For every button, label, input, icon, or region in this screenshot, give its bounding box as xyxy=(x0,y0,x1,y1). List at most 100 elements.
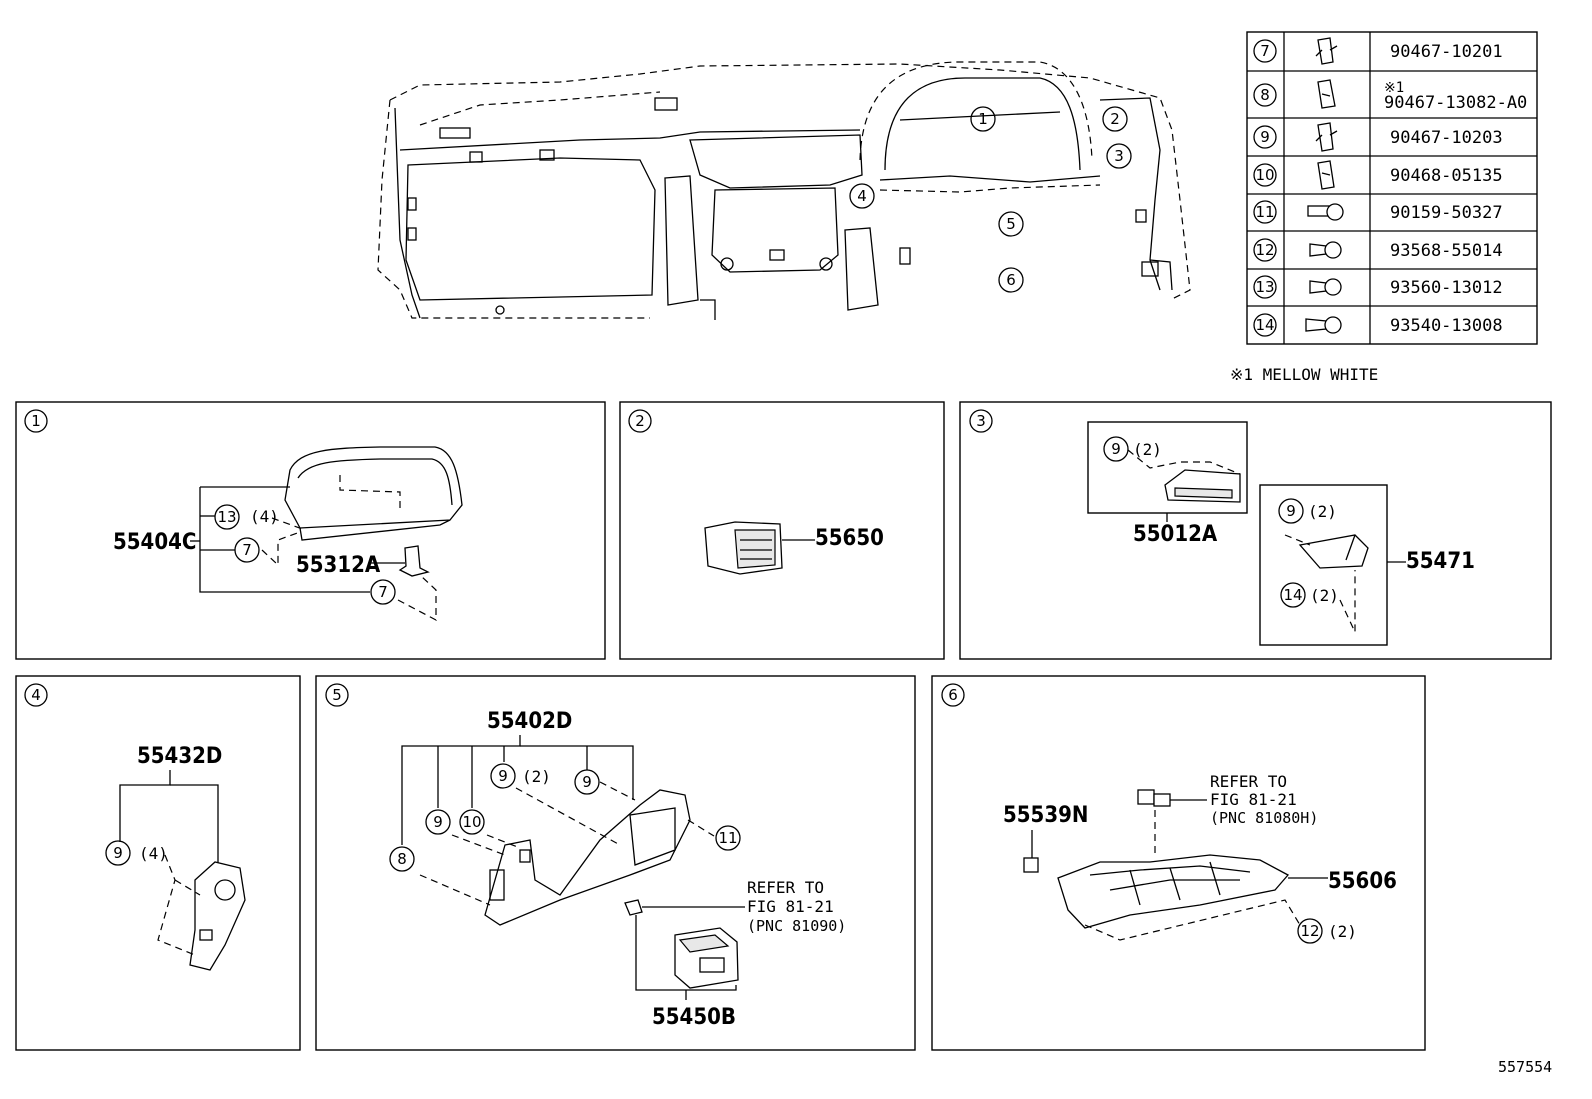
svg-text:(2): (2) xyxy=(1310,586,1339,605)
fastener-ref: 13 xyxy=(217,508,236,526)
svg-text:9: 9 xyxy=(1111,440,1121,458)
screw-icon xyxy=(1309,278,1342,296)
svg-text:4: 4 xyxy=(857,187,867,205)
ref-number: 9 xyxy=(1260,128,1270,146)
svg-text:6: 6 xyxy=(948,686,958,704)
svg-text:(4): (4) xyxy=(139,844,168,863)
table-row: 13 93560-13012 xyxy=(1253,275,1503,299)
overview-callout-1[interactable]: 1 xyxy=(970,106,996,132)
svg-text:2: 2 xyxy=(635,412,645,430)
bolt-icon xyxy=(1307,203,1344,221)
detail-panel-1: 1 55404C 55312A 13 (4) 7 7 xyxy=(15,401,606,660)
detail-panel-5: 5 55402D 9 (2) 9 9 10 8 11 REFER T xyxy=(315,675,916,1051)
part-number: 90467-10201 xyxy=(1390,42,1503,62)
detail-panel-4: 4 55432D 9 (4) xyxy=(15,675,301,1051)
svg-text:(PNC 81090): (PNC 81090) xyxy=(747,917,846,935)
table-row: 7 90467-10201 xyxy=(1253,37,1503,65)
svg-text:(2): (2) xyxy=(1328,922,1357,941)
footnote-mark: ※1 xyxy=(1384,80,1404,96)
svg-text:2: 2 xyxy=(1110,110,1120,128)
svg-text:1: 1 xyxy=(978,110,988,128)
svg-text:FIG 81-21: FIG 81-21 xyxy=(747,897,834,916)
svg-text:REFER TO: REFER TO xyxy=(1210,772,1287,791)
svg-text:3: 3 xyxy=(1114,147,1124,165)
part-label-55650: 55650 xyxy=(815,526,884,551)
part-number: 93540-13008 xyxy=(1390,316,1503,336)
part-label-55471: 55471 xyxy=(1406,549,1475,574)
svg-text:11: 11 xyxy=(718,829,737,847)
svg-text:8: 8 xyxy=(397,850,407,868)
air-vent-part[interactable] xyxy=(704,521,783,575)
svg-text:9: 9 xyxy=(498,767,508,785)
svg-text:9: 9 xyxy=(1286,502,1296,520)
table-row: 10 90468-05135 xyxy=(1253,160,1503,190)
connector-part[interactable] xyxy=(1137,789,1171,807)
meter-hood-part[interactable] xyxy=(284,446,463,541)
instrument-panel-overview: 1 2 3 4 5 6 xyxy=(377,61,1191,320)
overview-callout-6[interactable]: 6 xyxy=(998,267,1024,293)
clip-part[interactable] xyxy=(398,545,430,577)
fastener-ref: 7 xyxy=(242,541,252,559)
clip-icon xyxy=(1315,122,1338,152)
table-row: 9 90467-10203 xyxy=(1253,122,1503,152)
part-number: 90467-13082-A0 xyxy=(1384,93,1527,113)
svg-text:3: 3 xyxy=(976,412,986,430)
panel-insert-part[interactable] xyxy=(1164,469,1241,503)
overview-callout-4[interactable]: 4 xyxy=(849,183,875,209)
fastener-table: 7 90467-10201 8 ※1 90467-13082-A0 9 9046… xyxy=(1230,31,1538,384)
ref-number: 12 xyxy=(1255,241,1274,259)
part-label-55606: 55606 xyxy=(1328,869,1397,894)
clip-icon xyxy=(1317,160,1335,190)
part-label-55404c: 55404C xyxy=(113,530,196,555)
ref-number: 7 xyxy=(1260,42,1270,60)
overview-callout-3[interactable]: 3 xyxy=(1106,143,1132,169)
figure-id: 557554 xyxy=(1498,1058,1552,1076)
svg-text:5: 5 xyxy=(1006,215,1016,233)
part-number: 90467-10203 xyxy=(1390,128,1503,148)
ref-number: 13 xyxy=(1255,278,1274,296)
part-number: 90159-50327 xyxy=(1390,203,1503,223)
svg-text:12: 12 xyxy=(1300,922,1319,940)
overview-callout-5[interactable]: 5 xyxy=(998,211,1024,237)
cover-part[interactable] xyxy=(1298,534,1369,569)
overview-callout-2[interactable]: 2 xyxy=(1102,106,1128,132)
under-cover-part[interactable] xyxy=(1057,854,1290,929)
table-row: 12 93568-55014 xyxy=(1253,238,1503,262)
part-label-55402d: 55402D xyxy=(487,709,572,734)
clip-icon xyxy=(1317,79,1336,109)
clip-part[interactable] xyxy=(1023,857,1039,873)
svg-text:9: 9 xyxy=(582,773,592,791)
part-number: 90468-05135 xyxy=(1390,166,1503,186)
fastener-ref: 7 xyxy=(378,583,388,601)
svg-text:(2): (2) xyxy=(1133,440,1162,459)
ref-number: 14 xyxy=(1255,316,1274,334)
ref-number: 11 xyxy=(1255,203,1274,221)
connector-part[interactable] xyxy=(624,899,643,916)
part-label-55432d: 55432D xyxy=(137,744,222,769)
clip-icon xyxy=(1315,37,1338,65)
svg-text:14: 14 xyxy=(1283,586,1302,604)
svg-text:4: 4 xyxy=(31,686,41,704)
screw-icon xyxy=(1309,241,1342,259)
table-row: 11 90159-50327 xyxy=(1253,200,1503,224)
part-label-55539n: 55539N xyxy=(1003,803,1088,828)
power-outlet-part[interactable] xyxy=(674,927,739,989)
switch-bezel-part[interactable] xyxy=(189,861,246,971)
svg-text:10: 10 xyxy=(462,813,481,831)
part-number: 93568-55014 xyxy=(1390,241,1503,261)
part-label-55450b: 55450B xyxy=(652,1005,736,1030)
ref-number: 8 xyxy=(1260,86,1270,104)
ref-number: 10 xyxy=(1255,166,1274,184)
lower-panel-part[interactable] xyxy=(484,789,691,926)
part-label-55012a: 55012A xyxy=(1133,522,1218,547)
fastener-qty: (4) xyxy=(250,507,279,526)
svg-text:(2): (2) xyxy=(1308,502,1337,521)
svg-text:6: 6 xyxy=(1006,271,1016,289)
svg-text:5: 5 xyxy=(332,686,342,704)
svg-text:(2): (2) xyxy=(522,767,551,786)
detail-panel-2: 2 55650 xyxy=(619,401,945,660)
table-footnote: ※1 MELLOW WHITE xyxy=(1230,365,1378,384)
detail-panel-3: 3 9 (2) 55012A 9 (2) 14 (2) 55471 xyxy=(959,401,1552,660)
part-label-55312a: 55312A xyxy=(296,553,381,578)
